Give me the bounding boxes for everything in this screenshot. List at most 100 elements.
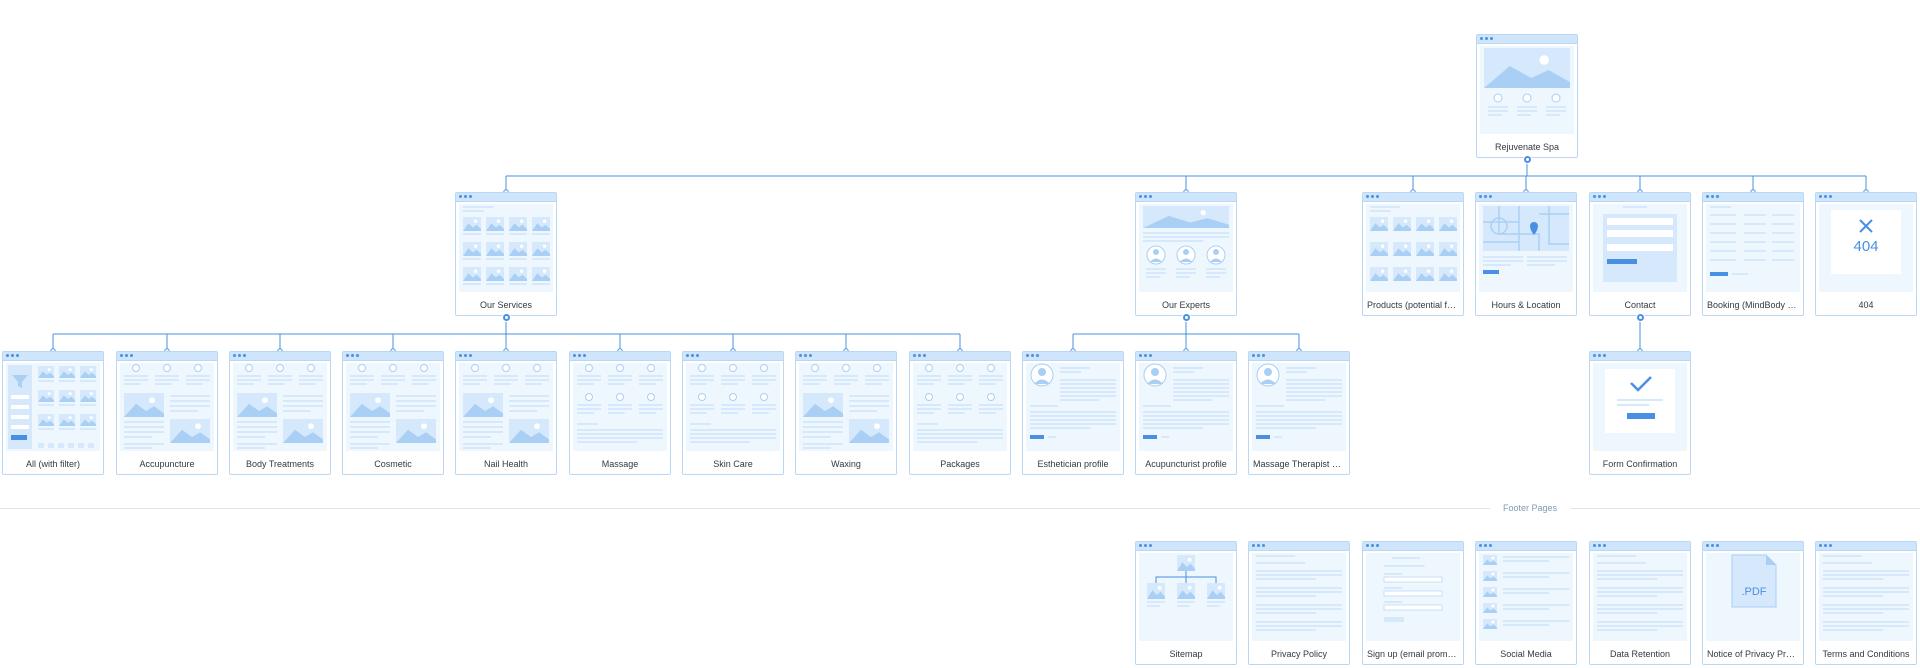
thumbnail-graphic <box>1256 363 1342 439</box>
expand-node-handle-icon[interactable] <box>1522 154 1532 164</box>
page-thumbnail-profile <box>1026 363 1120 451</box>
window-dot-icon <box>1829 544 1832 547</box>
page-node-massage[interactable]: Massage <box>569 351 671 475</box>
thumbnail-graphic <box>1823 555 1909 631</box>
page-node-acupuncturist[interactable]: Acupuncturist profile <box>1135 351 1237 475</box>
page-thumbnail-filter-grid <box>6 363 100 451</box>
wireframe-frame: Esthetician profile <box>1022 351 1124 475</box>
window-dot-icon <box>125 354 128 357</box>
window-dot-icon <box>1598 354 1601 357</box>
thumbnail-graphic <box>1483 206 1569 274</box>
thumbnail-graphic <box>350 364 436 449</box>
window-dot-icon <box>1593 195 1596 198</box>
page-thumbnail-checkmark <box>1593 363 1687 451</box>
window-titlebar <box>1816 542 1916 551</box>
window-dot-icon <box>1716 544 1719 547</box>
window-titlebar <box>117 352 217 361</box>
window-dot-icon <box>1371 195 1374 198</box>
thumbnail-graphic <box>690 364 776 443</box>
expand-node-handle-icon[interactable] <box>501 312 511 322</box>
page-thumbnail-signup-form <box>1366 553 1460 641</box>
page-node-waxing[interactable]: Waxing <box>795 351 897 475</box>
page-node-label: Data Retention <box>1609 649 1671 659</box>
expand-node-handle-icon[interactable] <box>1181 312 1191 322</box>
page-thumbnail-article-icons <box>459 363 553 451</box>
page-node-packages[interactable]: Packages <box>909 351 1011 475</box>
window-dot-icon <box>1479 544 1482 547</box>
page-node-signup[interactable]: Sign up (email promotions) <box>1362 541 1464 665</box>
window-dot-icon <box>1711 544 1714 547</box>
page-thumbnail-article-icons <box>799 363 893 451</box>
wireframe-frame: Form Confirmation <box>1589 351 1691 475</box>
thumbnail-graphic <box>237 364 323 449</box>
page-node-services[interactable]: Our Services <box>455 192 557 316</box>
window-dot-icon <box>1376 195 1379 198</box>
page-node-massage-therapist[interactable]: Massage Therapist profile <box>1248 351 1350 475</box>
page-node-nail[interactable]: Nail Health <box>455 351 557 475</box>
window-titlebar <box>1816 193 1916 202</box>
page-node-privacy[interactable]: Privacy Policy <box>1248 541 1350 665</box>
wireframe-frame: Contact <box>1589 192 1691 316</box>
window-dot-icon <box>583 354 586 357</box>
window-dot-icon <box>573 354 576 357</box>
page-node-all[interactable]: All (with filter) <box>2 351 104 475</box>
page-node-label: Privacy Policy <box>1270 649 1327 659</box>
wireframe-frame: Products (potential future) <box>1362 192 1464 316</box>
wireframe-frame: Hours & Location <box>1475 192 1577 316</box>
page-node-confirmation[interactable]: Form Confirmation <box>1589 351 1691 475</box>
page-node-products[interactable]: Products (potential future) <box>1362 192 1464 316</box>
window-titlebar <box>1363 193 1463 202</box>
page-node-label: Sitemap <box>1169 649 1203 659</box>
window-dot-icon <box>918 354 921 357</box>
page-node-home[interactable]: Rejuvenate Spa <box>1476 34 1578 158</box>
page-thumbnail-map <box>1479 204 1573 292</box>
page-node-cosmetic[interactable]: Cosmetic <box>342 351 444 475</box>
window-dot-icon <box>6 354 9 357</box>
wireframe-frame: Terms and Conditions <box>1815 541 1917 665</box>
wireframe-frame: Sitemap <box>1135 541 1237 665</box>
window-titlebar <box>1590 352 1690 361</box>
window-dot-icon <box>1026 354 1029 357</box>
page-thumbnail-form <box>1593 204 1687 292</box>
window-dot-icon <box>238 354 241 357</box>
page-node-skincare[interactable]: Skin Care <box>682 351 784 475</box>
page-thumbnail-tree <box>1139 553 1233 641</box>
window-dot-icon <box>1829 195 1832 198</box>
window-titlebar <box>570 352 670 361</box>
wireframe-frame: All (with filter) <box>2 351 104 475</box>
window-dot-icon <box>1485 37 1488 40</box>
window-dot-icon <box>1706 544 1709 547</box>
page-node-acupuncture[interactable]: Accupuncture <box>116 351 218 475</box>
window-dot-icon <box>578 354 581 357</box>
page-node-label: Massage Therapist profile <box>1253 459 1349 469</box>
page-node-retention[interactable]: Data Retention <box>1589 541 1691 665</box>
wireframe-frame: Body Treatments <box>229 351 331 475</box>
thumbnail-graphic <box>1603 206 1677 282</box>
wireframe-frame: Sign up (email promotions) <box>1362 541 1464 665</box>
page-node-experts[interactable]: Our Experts <box>1135 192 1237 316</box>
page-node-hours[interactable]: Hours & Location <box>1475 192 1577 316</box>
page-node-label: Nail Health <box>483 459 529 469</box>
window-dot-icon <box>464 195 467 198</box>
page-node-terms[interactable]: Terms and Conditions <box>1815 541 1917 665</box>
page-node-esthetician[interactable]: Esthetician profile <box>1022 351 1124 475</box>
page-node-contact[interactable]: Contact <box>1589 192 1691 316</box>
window-dot-icon <box>130 354 133 357</box>
window-dot-icon <box>686 354 689 357</box>
wireframe-frame: Massage <box>569 351 671 475</box>
window-dot-icon <box>120 354 123 357</box>
window-dot-icon <box>799 354 802 357</box>
page-node-booking[interactable]: Booking (MindBody Online) <box>1702 192 1804 316</box>
wireframe-frame: Packages <box>909 351 1011 475</box>
window-dot-icon <box>1484 544 1487 547</box>
expand-node-handle-icon[interactable] <box>1635 312 1645 322</box>
page-node-sitemap[interactable]: Sitemap <box>1135 541 1237 665</box>
page-node-social[interactable]: Social Media <box>1475 541 1577 665</box>
page-node-body[interactable]: Body Treatments <box>229 351 331 475</box>
window-dot-icon <box>1711 195 1714 198</box>
thumbnail-graphic <box>803 364 889 449</box>
page-node-label: Sign up (email promotions) <box>1367 649 1463 659</box>
